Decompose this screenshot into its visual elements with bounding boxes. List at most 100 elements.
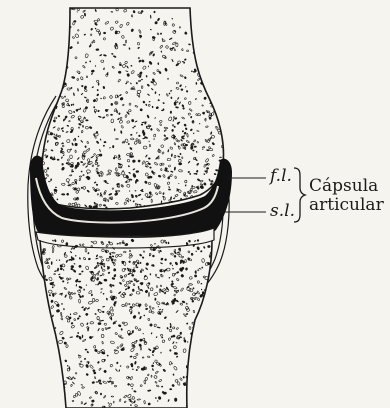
trabecula-mark <box>210 331 214 334</box>
trabecula-mark <box>53 342 56 345</box>
trabecula-mark <box>43 61 47 65</box>
trabecula-mark <box>50 357 54 361</box>
trabecula-mark <box>49 323 51 326</box>
trabecula-mark <box>224 135 227 138</box>
trabecula-mark <box>42 289 44 291</box>
trabecula-mark <box>221 84 224 88</box>
trabecula-mark <box>54 379 56 382</box>
trabecula-mark <box>51 55 54 58</box>
trabecula-mark <box>49 59 52 61</box>
trabecula-mark <box>192 22 195 25</box>
trabecula-mark <box>40 146 43 148</box>
trabecula-mark <box>40 288 43 291</box>
trabecula-mark <box>209 393 212 396</box>
trabecula-mark <box>208 78 211 80</box>
trabecula-mark <box>201 50 203 52</box>
trabecula-mark <box>202 38 205 41</box>
trabecula-mark <box>189 359 193 363</box>
trabecula-mark <box>224 139 228 143</box>
trabecula-mark <box>204 349 208 352</box>
trabecula-mark <box>206 305 210 308</box>
trabecula-mark <box>212 284 215 288</box>
trabecula-mark <box>46 390 48 393</box>
trabecula-mark <box>39 98 40 100</box>
trabecula-mark <box>51 95 53 98</box>
trabecula-mark <box>54 394 57 397</box>
trabecula-mark <box>207 87 209 89</box>
trabecula-mark <box>219 118 222 121</box>
trabecula-mark <box>58 17 62 21</box>
trabecula-mark <box>212 7 215 10</box>
trabecula-mark <box>42 31 46 34</box>
trabecula-mark <box>204 309 207 313</box>
trabecula-mark <box>191 384 194 387</box>
trabecula-mark <box>115 321 116 322</box>
trabecula-mark <box>40 392 43 395</box>
trabecula-mark <box>211 342 213 345</box>
trabecula-mark <box>56 362 58 365</box>
trabecula-mark <box>40 321 44 325</box>
trabecula-mark <box>58 370 61 373</box>
trabecula-mark <box>46 309 48 311</box>
trabecula-mark <box>214 80 218 82</box>
trabecula-mark <box>204 358 207 362</box>
trabecula-mark <box>198 396 202 400</box>
trabecula-mark <box>202 75 205 77</box>
trabecula-mark <box>50 342 53 345</box>
trabecula-mark <box>45 379 46 382</box>
trabecula-mark <box>198 390 200 393</box>
trabecula-mark <box>204 315 207 318</box>
trabecula-mark <box>207 83 211 86</box>
trabecula-mark <box>59 36 62 39</box>
trabecula-mark <box>207 245 210 248</box>
trabecula-mark <box>208 35 211 38</box>
trabecula-mark <box>45 67 48 70</box>
trabecula-mark <box>45 115 47 117</box>
trabecula-mark <box>46 394 48 396</box>
trabecula-mark <box>39 298 42 302</box>
trabecula-mark <box>54 18 56 22</box>
trabecula-mark <box>221 20 225 25</box>
trabecula-mark <box>217 64 220 66</box>
trabecula-mark <box>195 358 198 361</box>
trabecula-mark <box>219 12 221 15</box>
trabecula-mark <box>60 61 64 65</box>
trabecula-mark <box>37 369 40 373</box>
trabecula-mark <box>192 361 196 364</box>
trabecula-mark <box>196 321 199 323</box>
trabecula-mark <box>207 87 211 91</box>
trabecula-mark <box>221 95 223 98</box>
trabecula-mark <box>210 303 212 305</box>
trabecula-mark <box>60 67 63 70</box>
trabecula-mark <box>45 13 48 16</box>
trabecula-mark <box>53 374 56 377</box>
trabecula-mark <box>43 76 46 79</box>
trabecula-mark <box>200 311 202 313</box>
trabecula-mark <box>205 33 207 36</box>
trabecula-mark <box>43 36 45 39</box>
trabecula-mark <box>60 376 62 379</box>
trabecula-mark <box>181 88 184 90</box>
trabecula-mark <box>41 37 43 38</box>
trabecula-mark <box>224 125 226 128</box>
trabecula-mark <box>38 391 41 394</box>
trabecula-mark <box>39 276 42 278</box>
trabecula-mark <box>207 83 211 87</box>
trabecula-mark <box>191 383 195 385</box>
trabecula-mark <box>53 341 55 345</box>
trabecula-mark <box>47 395 50 397</box>
trabecula-mark <box>201 359 203 362</box>
trabecula-mark <box>42 70 45 72</box>
trabecula-mark <box>38 384 40 388</box>
trabecula-mark <box>62 52 64 56</box>
trabecula-mark <box>41 358 44 360</box>
trabecula-mark <box>217 104 219 107</box>
trabecula-mark <box>190 357 194 361</box>
trabecula-mark <box>207 360 210 363</box>
trabecula-mark <box>209 44 212 47</box>
trabecula-mark <box>40 284 41 287</box>
capsule-caption-line1: Cápsula <box>309 178 378 195</box>
trabecula-mark <box>45 102 47 103</box>
trabecula-mark <box>37 328 40 332</box>
trabecula-mark <box>38 285 43 289</box>
